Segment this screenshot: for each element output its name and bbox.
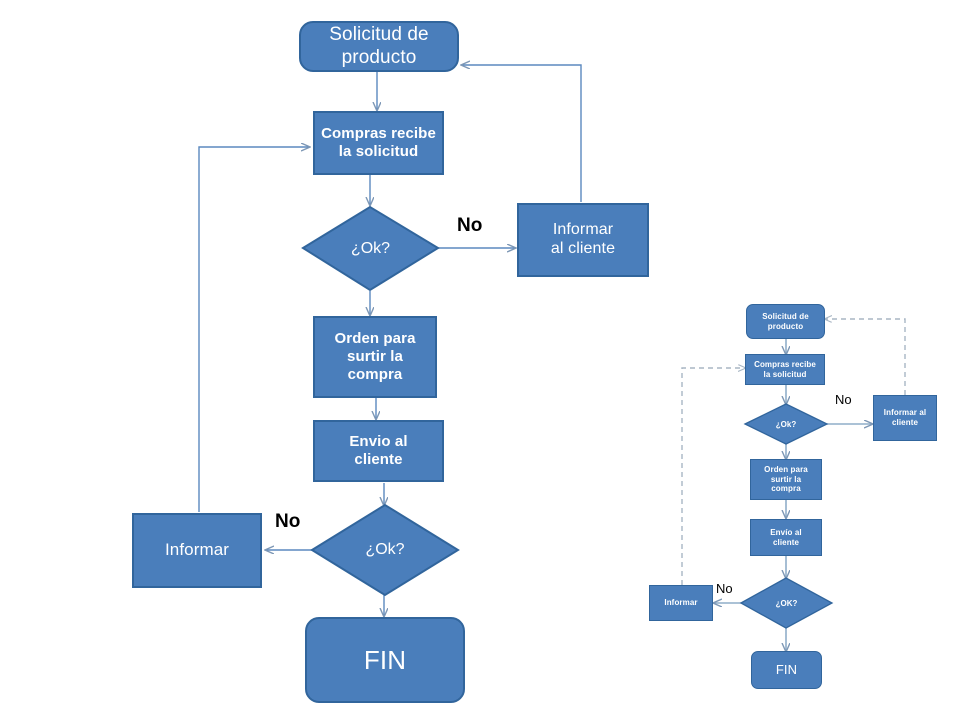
node-compras-recibe-la-solicitud[interactable]: Compras recibe la solicitud — [313, 111, 444, 175]
thumb-node-solicitud-de-producto[interactable]: Solicitud de producto — [746, 304, 825, 339]
thumb-node-decision-ok-1[interactable]: ¿Ok? — [775, 419, 797, 429]
thumb-node-informar-al-cliente[interactable]: Informar al cliente — [873, 395, 937, 441]
thumb-node-compras-recibe-la-solicitud[interactable]: Compras recibe la solicitud — [745, 354, 825, 385]
node-informar[interactable]: Informar — [132, 513, 262, 588]
edge-label-no-bottom: No — [275, 511, 301, 532]
thumb-edge-label-no-top: No — [835, 392, 852, 407]
thumb-node-informar[interactable]: Informar — [649, 585, 713, 621]
node-solicitud-de-producto[interactable]: Solicitud de producto — [299, 21, 459, 72]
thumb-node-envio-al-cliente[interactable]: Envío al cliente — [750, 519, 822, 556]
node-decision-ok-2[interactable]: ¿Ok? — [365, 541, 405, 558]
thumb-node-orden-para-surtir-la-compra[interactable]: Orden para surtir la compra — [750, 459, 822, 500]
edge-notifyclient-feedback — [462, 65, 582, 202]
thumb-node-decision-ok-2[interactable]: ¿OK? — [775, 598, 798, 608]
node-informar-al-cliente[interactable]: Informar al cliente — [517, 203, 649, 277]
node-decision-ok-1[interactable]: ¿Ok? — [350, 239, 391, 257]
node-envio-al-cliente[interactable]: Envio al cliente — [313, 420, 444, 482]
node-fin[interactable]: FIN — [305, 617, 465, 703]
edge-label-no-top: No — [457, 215, 483, 236]
node-orden-para-surtir-la-compra[interactable]: Orden para surtir la compra — [313, 316, 437, 398]
edge-notify-feedback — [198, 147, 309, 512]
t-edge-notify-feedback — [681, 368, 745, 585]
thumb-edge-label-no-bottom: No — [716, 581, 733, 596]
thumb-node-fin[interactable]: FIN — [751, 651, 822, 689]
t-edge-notifyclient-feedback — [825, 319, 906, 395]
